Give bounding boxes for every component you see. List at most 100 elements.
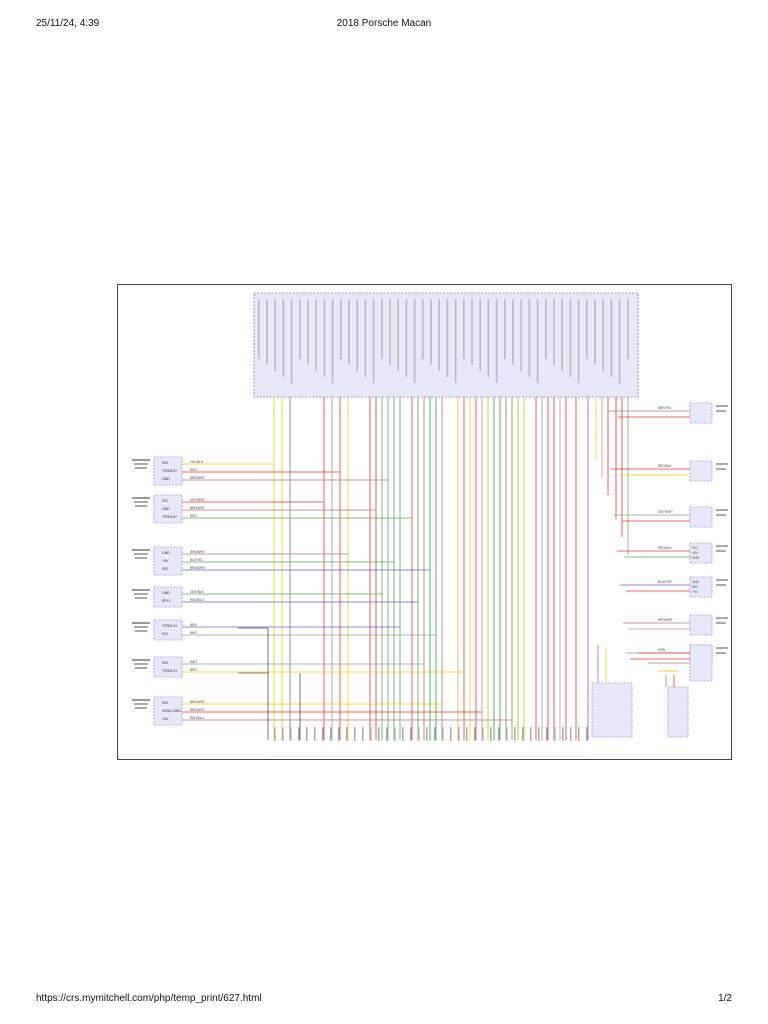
- right-component-pin-label: +5V: [692, 551, 699, 555]
- left-wire-label: BRN/WHT: [190, 708, 205, 712]
- ecu-pin-text-mark: [520, 299, 522, 371]
- bottom-pin-label-mark: [290, 727, 292, 741]
- left-component-title-mark: [134, 553, 148, 555]
- bottom-pin-label-mark: [530, 727, 532, 741]
- wire-tick: .: [417, 410, 418, 414]
- ecu-pin-text-mark: [372, 299, 375, 383]
- ecu-pin-text-mark: [290, 299, 293, 383]
- left-component-box: [153, 619, 183, 641]
- bottom-module-box: [591, 682, 633, 738]
- left-component-box: [153, 494, 183, 524]
- right-wire-label: RED/BLU: [658, 546, 673, 550]
- wire-tick: .: [627, 410, 628, 414]
- ecu-pin-text-mark: [553, 299, 555, 365]
- left-wire-label: WHT: [190, 660, 197, 664]
- right-component-title-mark: [716, 652, 726, 654]
- wire-tick: .: [375, 410, 376, 414]
- right-component-title-mark: [716, 463, 728, 465]
- bottom-pin-label-mark: [410, 727, 412, 741]
- wire-tick: .: [475, 410, 476, 414]
- wire-tick: .: [331, 410, 332, 414]
- left-component-title-mark: [132, 622, 150, 624]
- ecu-pin-text-mark: [618, 299, 621, 383]
- left-component-pin-label: TERM 31: [162, 669, 177, 673]
- left-component-pin-label: SIG: [162, 661, 168, 665]
- right-component-pin-label: GND: [692, 556, 700, 560]
- left-wire-label: BRN/WHT: [190, 700, 205, 704]
- right-component-box: [689, 506, 713, 528]
- bottom-pin-label-mark: [490, 727, 492, 741]
- page-url: https://crs.mymitchell.com/php/temp_prin…: [36, 993, 262, 1004]
- wire-tick: .: [575, 410, 576, 414]
- bottom-pin-label-mark: [362, 727, 364, 741]
- wire-tick: .: [601, 410, 602, 414]
- wire-tick: .: [547, 410, 548, 414]
- wire-tick: .: [499, 410, 500, 414]
- left-component-title-mark: [134, 463, 148, 465]
- ecu-pin-text-mark: [545, 299, 547, 359]
- wire-tick: .: [493, 410, 494, 414]
- left-component-title-mark: [132, 699, 150, 701]
- ecu-pin-text-mark: [495, 299, 498, 383]
- right-component-pin-label: +5V: [692, 590, 699, 594]
- bottom-pin-label-mark: [554, 727, 556, 741]
- bottom-pin-label-mark: [354, 727, 356, 741]
- left-component-title-mark: [135, 505, 147, 507]
- ecu-pin-text-mark: [405, 299, 408, 377]
- left-component-pin-label: GND: [162, 507, 170, 511]
- wire-tick: .: [411, 410, 412, 414]
- ecu-pin-text-mark: [446, 299, 449, 377]
- bottom-pin-label-mark: [322, 727, 324, 741]
- wire-tick: .: [615, 410, 616, 414]
- wire-tick: .: [463, 410, 464, 414]
- ecu-pin-text-mark: [536, 299, 539, 383]
- ecu-pin-text-mark: [258, 299, 260, 359]
- ecu-pin-text-mark: [586, 299, 588, 359]
- left-component-title-mark: [135, 667, 147, 669]
- right-wire-label: BRN/WHT: [658, 618, 673, 622]
- left-component-pin-label: SIG: [162, 632, 168, 636]
- wire-tick: .: [587, 410, 588, 414]
- right-component-title-mark: [716, 405, 728, 407]
- wire-tick: .: [469, 410, 470, 414]
- ecu-pin-text-mark: [561, 299, 563, 371]
- left-wire-label: RED: [190, 468, 197, 472]
- left-wire-label: BRN/WHT: [190, 550, 205, 554]
- bottom-pin-label-mark: [458, 727, 460, 741]
- wire-tick: .: [457, 410, 458, 414]
- right-wire-label: BRN/YEL: [658, 406, 672, 410]
- left-component-pin-label: +5V: [162, 559, 169, 563]
- wire-tick: .: [435, 410, 436, 414]
- left-wire-label: RED/BLU: [190, 598, 205, 602]
- ecu-pin-text-mark: [381, 299, 383, 359]
- ecu-connector-block: [253, 292, 639, 398]
- bottom-pin-label-mark: [330, 727, 332, 741]
- wire-tick: .: [429, 410, 430, 414]
- left-component-title-mark: [135, 597, 147, 599]
- ecu-pin-text-mark: [364, 299, 367, 377]
- ecu-pin-text-mark: [577, 299, 580, 383]
- ecu-pin-text-mark: [463, 299, 465, 359]
- bottom-pin-label-mark: [482, 727, 484, 741]
- right-component-box: [689, 402, 713, 424]
- left-wire-label: RED: [190, 514, 197, 518]
- left-wire-label: BLU/YEL: [190, 558, 203, 562]
- ecu-pin-text-mark: [594, 299, 596, 365]
- left-component-pin-label: TERM 87: [162, 515, 177, 519]
- left-wire-label: RED/BLU: [190, 716, 205, 720]
- right-component-box: [689, 614, 713, 636]
- ecu-pin-text-mark: [323, 299, 326, 377]
- ecu-pin-text-mark: [430, 299, 432, 365]
- left-wire-label: BRN: [190, 623, 197, 627]
- right-component-pin-label: SIG: [692, 546, 698, 550]
- ecu-pin-text-mark: [348, 299, 350, 365]
- wire-tick: .: [607, 410, 608, 414]
- left-component-title-mark: [132, 459, 150, 461]
- ecu-pin-text-mark: [274, 299, 276, 371]
- wire-tick: .: [347, 410, 348, 414]
- left-wire-label: BRN/WHT: [190, 506, 205, 510]
- ecu-pin-text-mark: [266, 299, 268, 365]
- left-component-box: [153, 656, 183, 678]
- wire-tick: .: [399, 410, 400, 414]
- ecu-pin-text-mark: [479, 299, 481, 371]
